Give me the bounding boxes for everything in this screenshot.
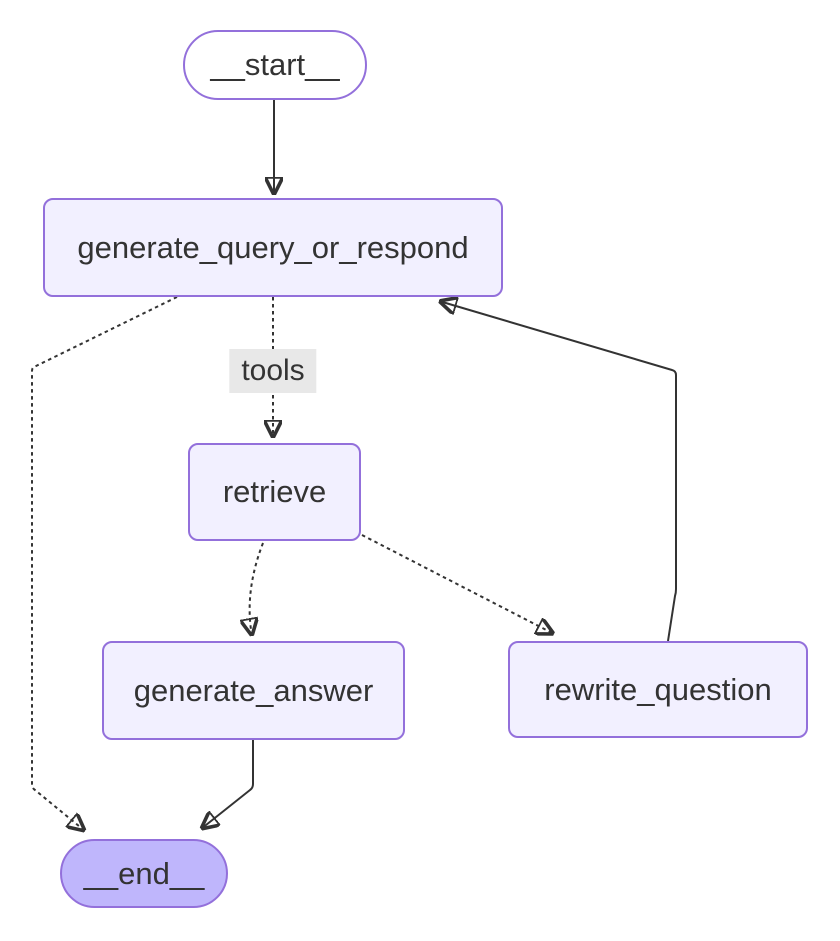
node-generate-query-or-respond-label: generate_query_or_respond xyxy=(77,229,469,265)
node-start-label: __start__ xyxy=(210,47,340,83)
node-end-label: __end__ xyxy=(83,855,205,891)
node-generate-answer-label: generate_answer xyxy=(133,672,374,708)
node-end: __end__ xyxy=(60,839,228,908)
edge-generate-query-or-respond-to-end xyxy=(31,296,178,831)
node-rewrite-question-label: rewrite_question xyxy=(544,671,772,707)
node-generate-query-or-respond: generate_query_or_respond xyxy=(43,198,503,297)
node-retrieve: retrieve xyxy=(188,443,361,541)
edge-retrieve-to-rewrite-question xyxy=(361,534,554,634)
node-retrieve-label: retrieve xyxy=(222,474,327,510)
node-start: __start__ xyxy=(183,30,367,100)
edge-retrieve-to-generate-answer xyxy=(250,542,264,636)
edge-rewrite-question-to-generate-query-or-respond xyxy=(439,301,677,642)
node-rewrite-question: rewrite_question xyxy=(508,641,808,738)
edge-label-tools: tools xyxy=(229,349,317,393)
edge-generate-answer-to-end xyxy=(201,740,254,829)
node-generate-answer: generate_answer xyxy=(102,641,405,740)
